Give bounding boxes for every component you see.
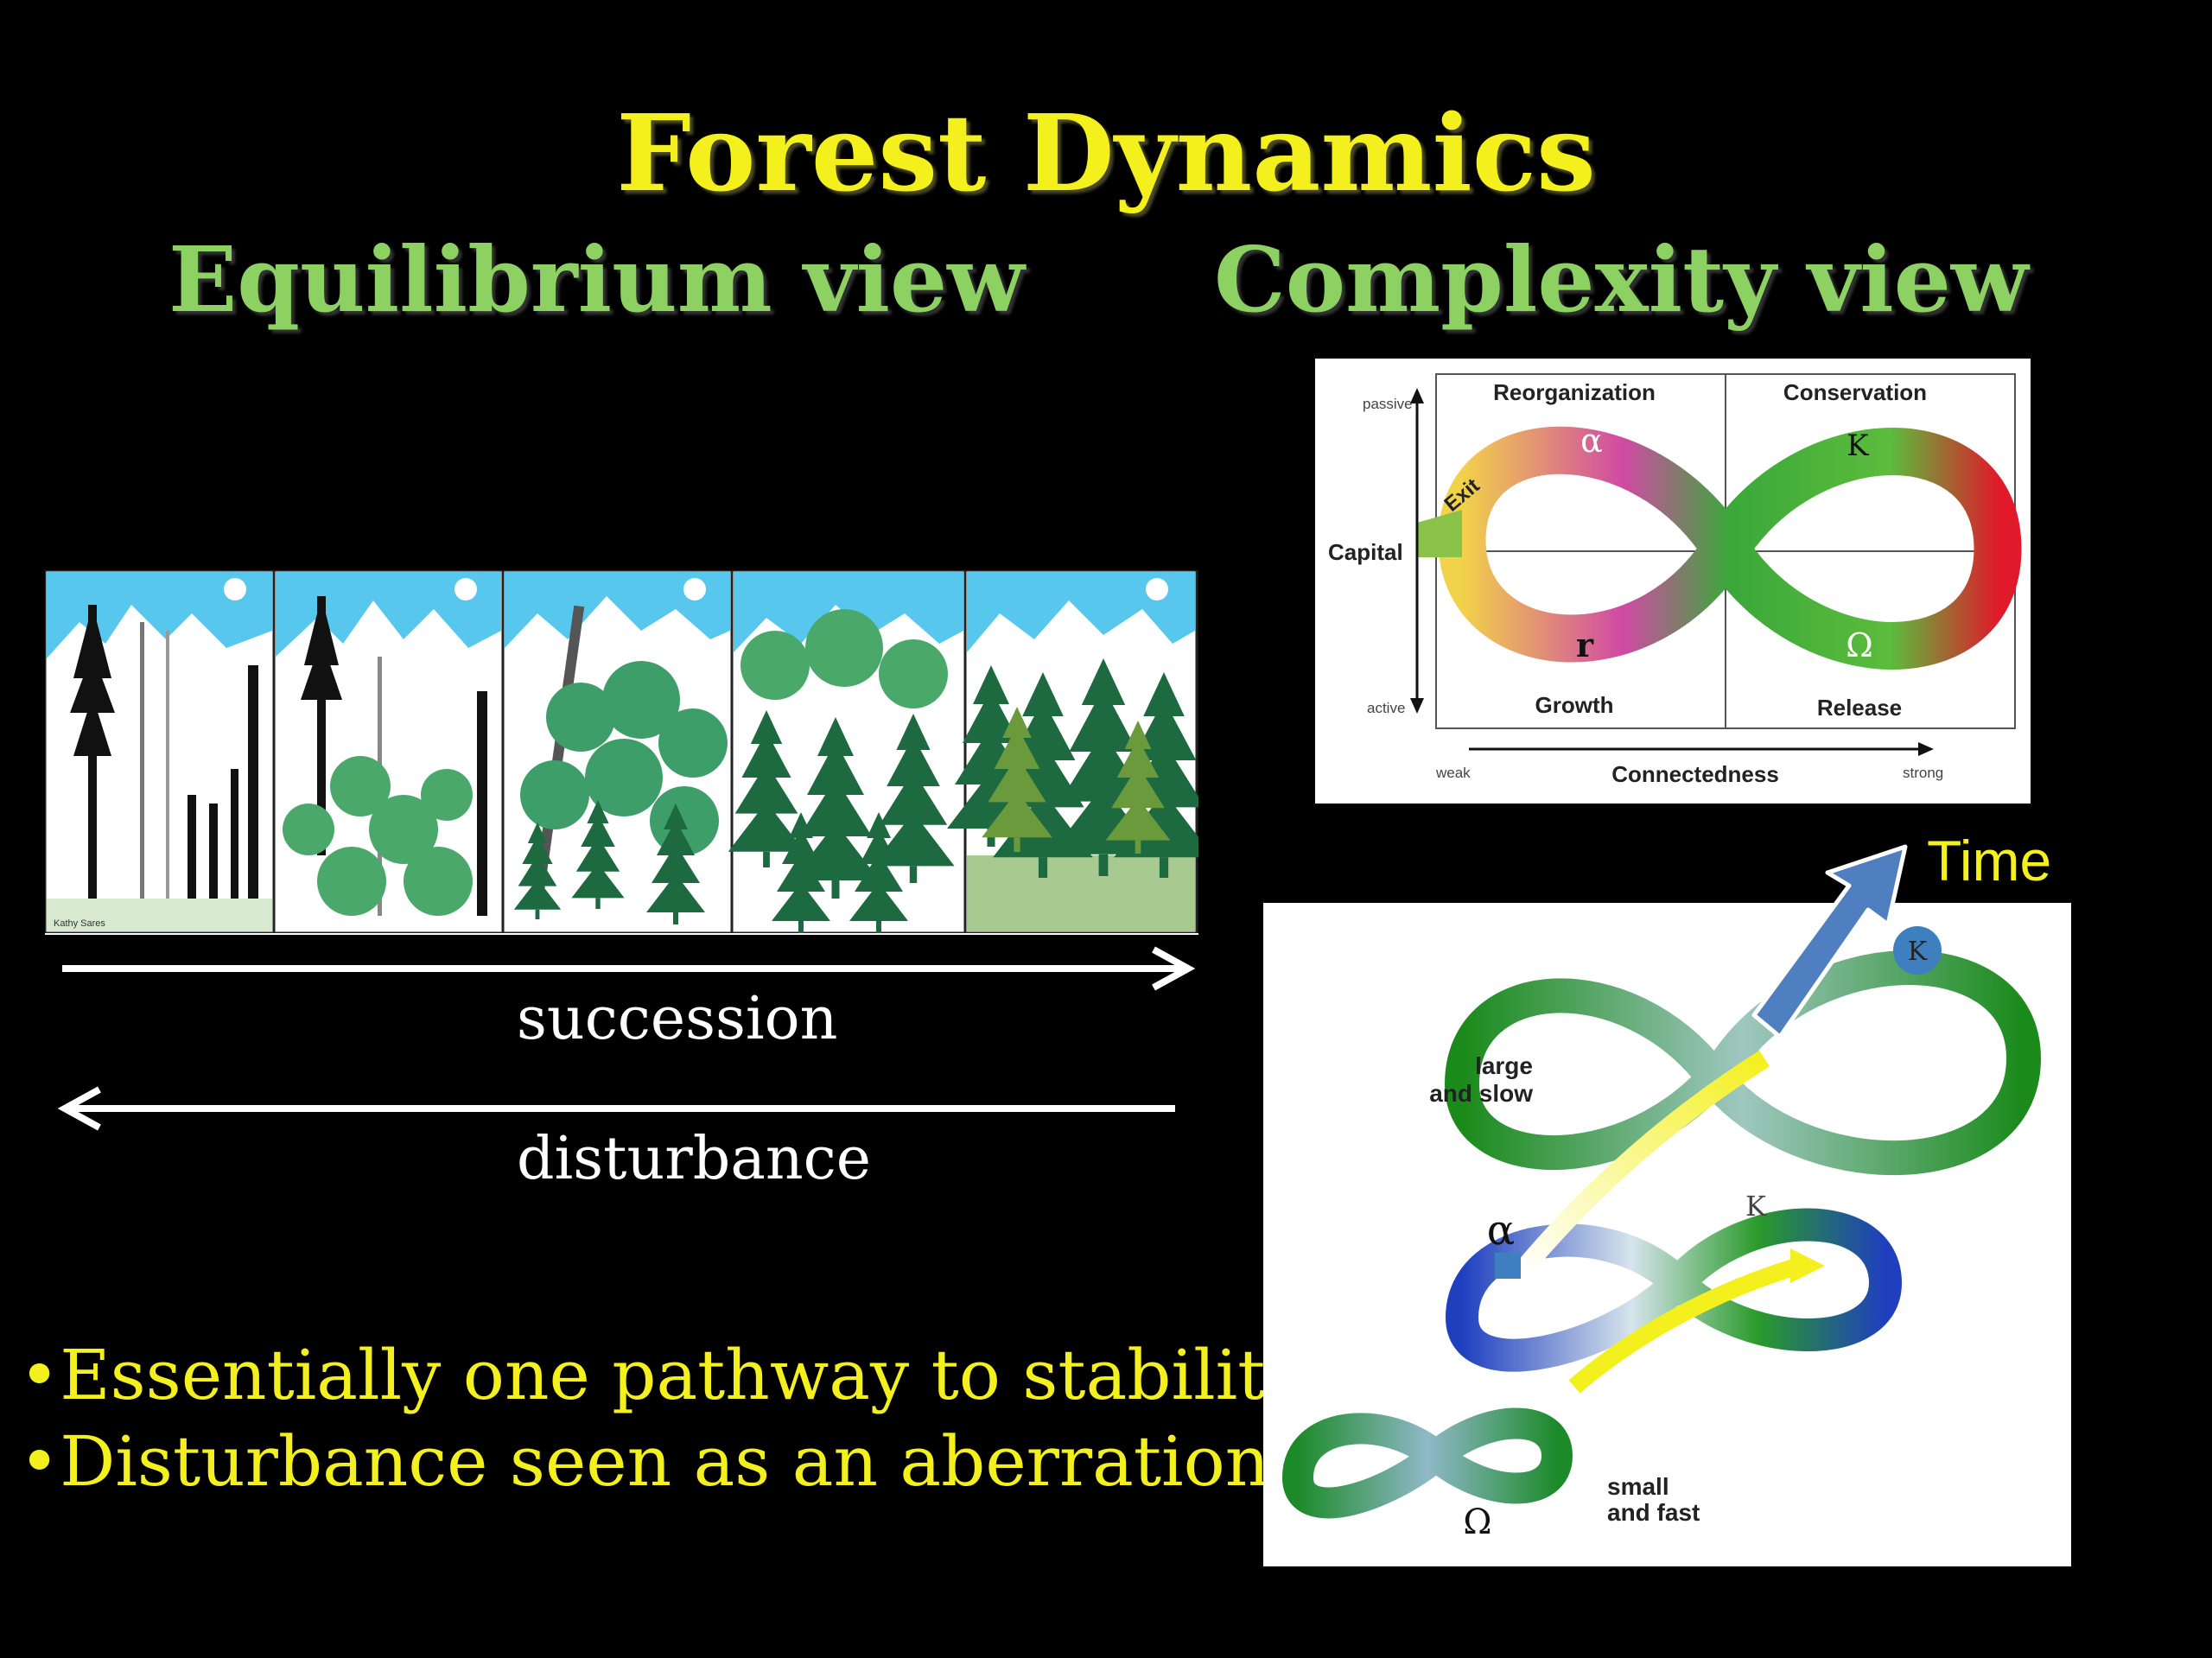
complexity-view-heading: Complexity view xyxy=(1214,226,2029,333)
bullet-disturbance: •Disturbance seen as an aberration xyxy=(19,1421,1270,1502)
y-axis-bottom-label: active xyxy=(1367,700,1405,716)
omega-symbol: Ω xyxy=(1846,626,1873,664)
succession-label: succession xyxy=(517,985,838,1053)
succession-panel-2 xyxy=(272,570,505,935)
bullet-pathway: •Essentially one pathway to stability xyxy=(19,1335,1305,1415)
panarchy-diagram: K α K Ω large and slow small and fast xyxy=(1263,903,2071,1566)
k-symbol: K xyxy=(1847,429,1869,463)
x-axis-label: Connectedness xyxy=(1611,761,1779,787)
time-label: Time xyxy=(1927,829,2052,893)
time-arrow xyxy=(1751,844,1908,1039)
succession-panels: Kathy Sares xyxy=(45,570,1198,935)
x-axis-right-label: strong xyxy=(1903,765,1943,781)
disturbance-arrow xyxy=(57,1086,1175,1131)
k-large-symbol: K xyxy=(1908,937,1928,967)
large-label-line1: large xyxy=(1475,1052,1533,1079)
small-label-line1: small xyxy=(1607,1473,1669,1500)
phase-growth: Growth xyxy=(1535,692,1614,718)
succession-panel-1: Kathy Sares xyxy=(45,570,276,935)
r-symbol: r xyxy=(1576,626,1594,664)
alpha-symbol-panarchy: α xyxy=(1487,1206,1515,1255)
y-axis-top-label: passive xyxy=(1363,396,1413,412)
succession-panel-5 xyxy=(947,570,1198,935)
phase-release: Release xyxy=(1817,695,1902,721)
phase-reorganization: Reorganization xyxy=(1493,379,1656,405)
alpha-symbol: α xyxy=(1580,422,1603,460)
disturbance-label: disturbance xyxy=(517,1125,871,1193)
succession-panel-3 xyxy=(501,570,734,935)
y-axis-label: Capital xyxy=(1328,539,1403,565)
large-label-line2: and slow xyxy=(1429,1080,1533,1107)
equilibrium-view-heading: Equilibrium view xyxy=(168,226,1025,333)
artist-credit: Kathy Sares xyxy=(54,918,105,929)
x-axis-left-label: weak xyxy=(1435,765,1471,781)
slide-title: Forest Dynamics xyxy=(616,91,1596,215)
adaptive-cycle-diagram: Reorganization Conservation Growth Relea… xyxy=(1315,359,2031,804)
k-small-symbol: K xyxy=(1745,1190,1767,1223)
phase-conservation: Conservation xyxy=(1783,379,1927,405)
succession-arrow xyxy=(62,946,1196,991)
succession-panel-4 xyxy=(728,570,967,935)
omega-symbol-panarchy: Ω xyxy=(1463,1502,1491,1542)
succession-disturbance-arrows xyxy=(57,946,1196,1131)
small-label-line2: and fast xyxy=(1607,1499,1700,1526)
